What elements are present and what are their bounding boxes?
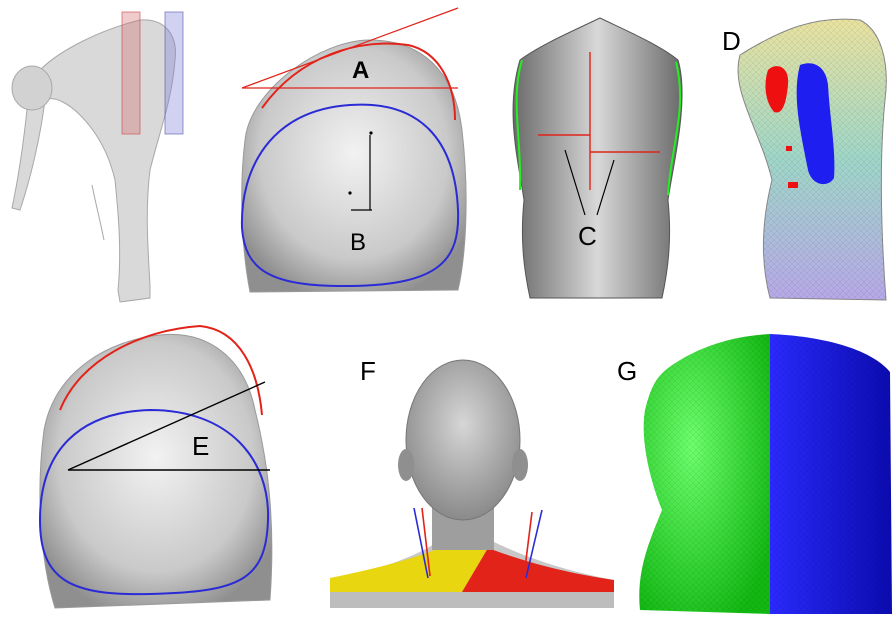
bending-body-head (12, 66, 52, 110)
panel-f-head (406, 360, 520, 520)
bending-body-panel (12, 12, 183, 302)
panel-f: F (330, 356, 614, 608)
panel-d-red-spot-1 (786, 146, 792, 151)
label-f: F (360, 356, 376, 386)
panel-f-ear-left (398, 449, 414, 481)
label-g: G (617, 356, 637, 386)
panel-c-back (513, 18, 682, 298)
panel-ab: A B (242, 8, 466, 292)
section-plane-red (122, 12, 140, 134)
panel-e: E (40, 326, 272, 608)
panel-g-mesh (639, 334, 892, 614)
label-d: D (722, 26, 741, 56)
panel-f-red-region (462, 548, 614, 592)
panel-f-ear-right (512, 449, 528, 481)
bending-body-arm (92, 185, 104, 240)
label-b: B (350, 229, 366, 256)
panel-f-base (330, 592, 614, 608)
panel-b-point-bottom (348, 191, 351, 194)
label-c: C (578, 221, 597, 251)
panel-e-body (40, 334, 272, 608)
label-e: E (192, 431, 209, 461)
label-a: A (352, 57, 369, 84)
panel-f-yellow-region (330, 548, 488, 592)
section-plane-blue (165, 12, 183, 134)
panel-c: C (513, 18, 682, 298)
panel-b-point-top (369, 131, 372, 134)
panel-g: G (617, 334, 892, 614)
panel-d-red-spot-2 (788, 182, 798, 188)
panel-d: D (722, 19, 886, 300)
bending-body-shape (12, 20, 175, 302)
